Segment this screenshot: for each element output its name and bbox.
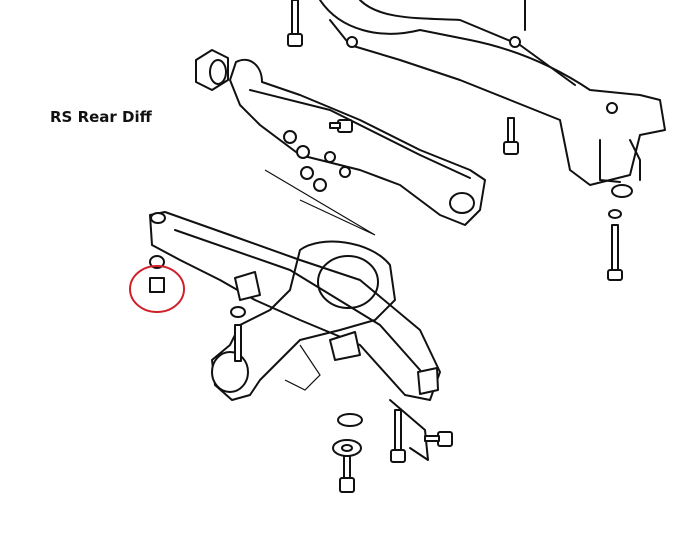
highlight-circle	[129, 265, 185, 313]
upper-crossmember	[319, 0, 666, 186]
bolts-bottom	[332, 399, 453, 493]
bushing	[195, 49, 229, 91]
diff-carrier	[149, 211, 441, 401]
studs-left	[149, 255, 246, 362]
bolt-top	[287, 0, 303, 47]
bolts-right	[329, 117, 633, 281]
rear-crossmember	[229, 58, 486, 236]
diagram-title: RS Rear Diff	[50, 108, 152, 126]
